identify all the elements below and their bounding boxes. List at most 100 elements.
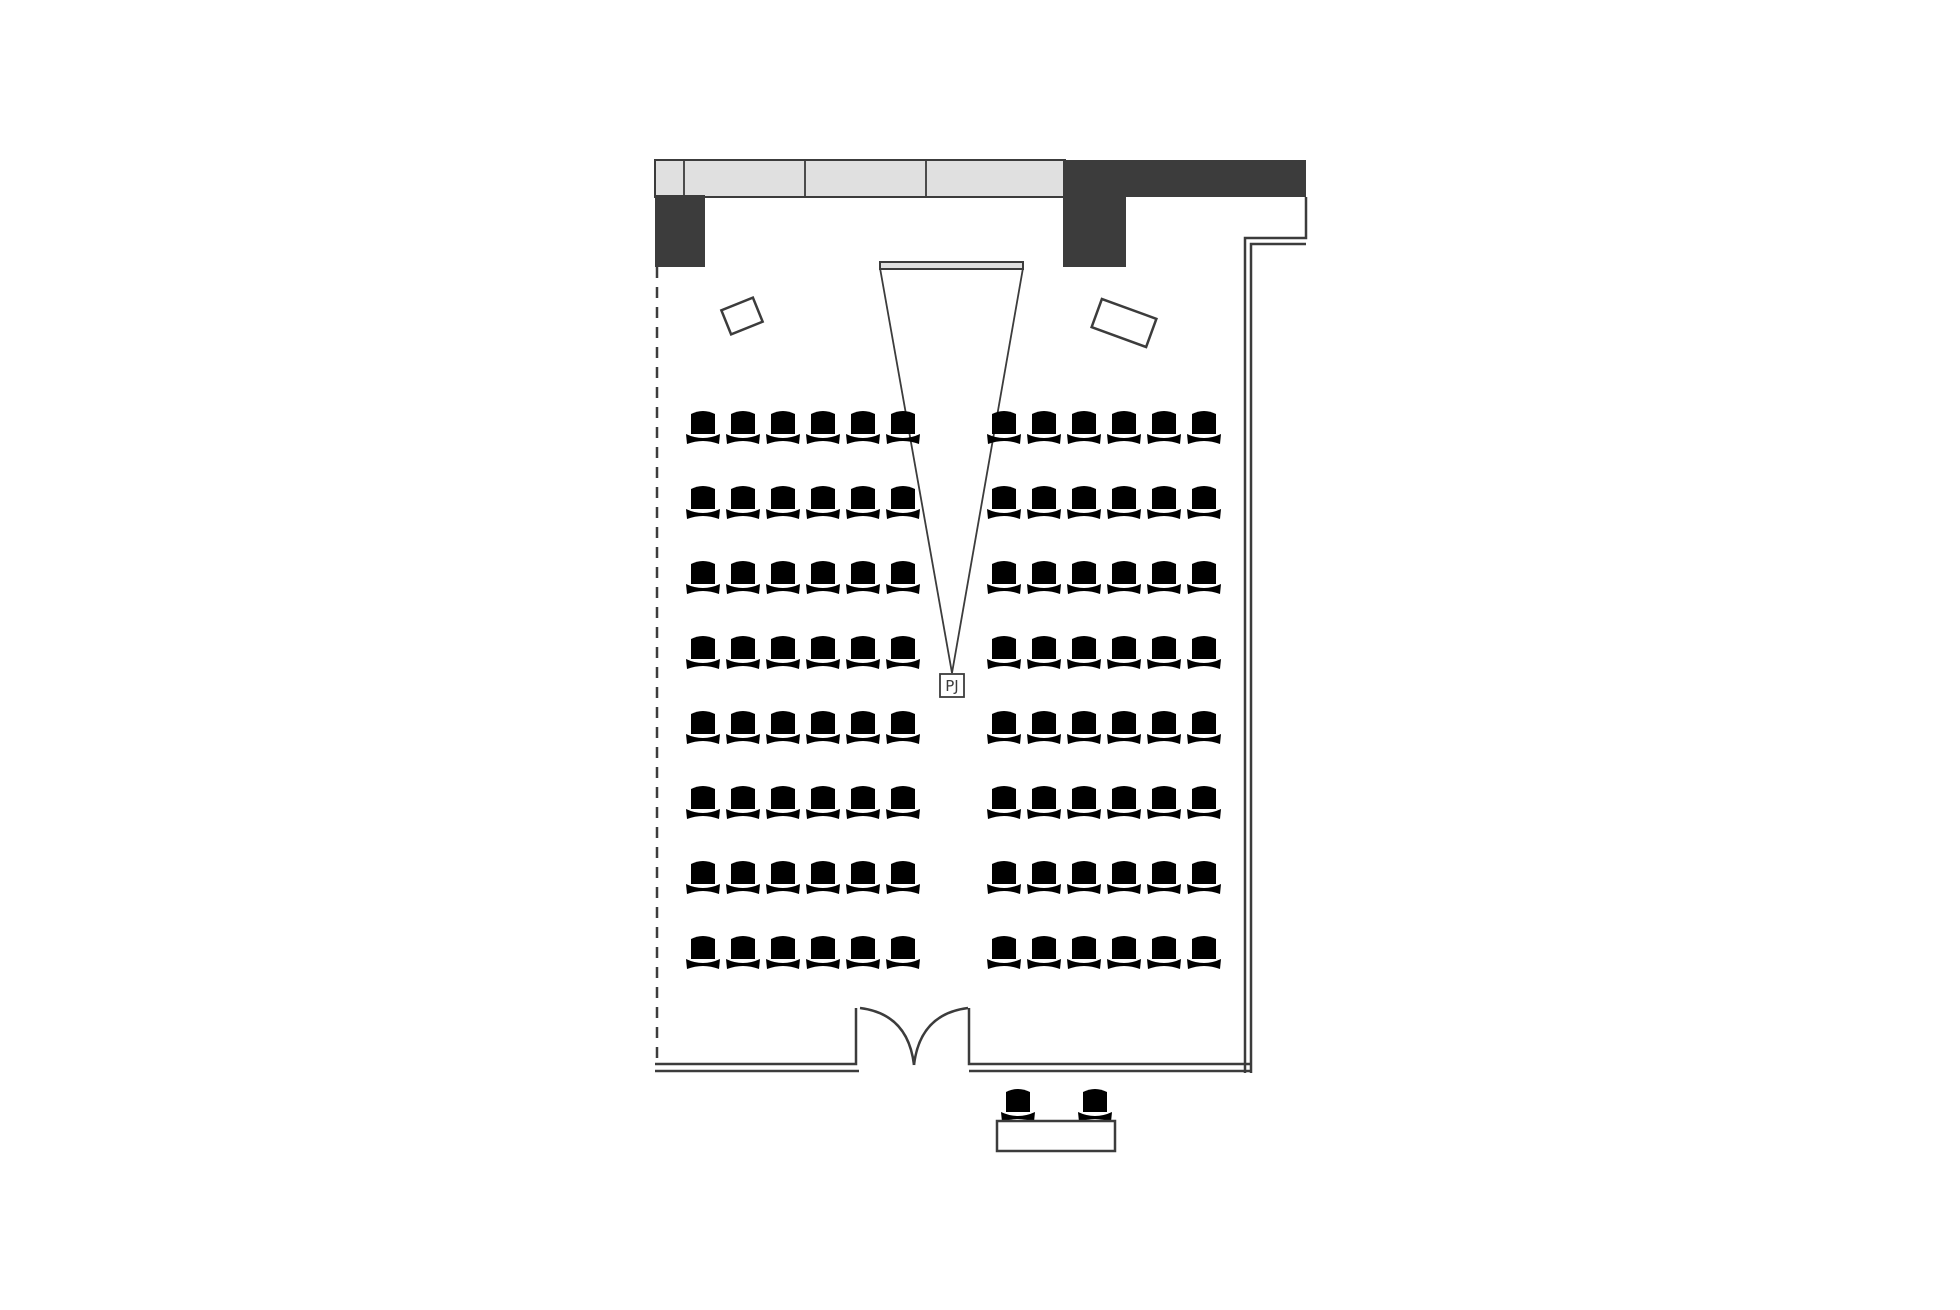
chair-left-r7-c1 <box>686 861 720 894</box>
chair-right-r3-c6 <box>1187 561 1221 594</box>
chair-left-r5-c6 <box>886 711 920 744</box>
chair-left-r2-c5 <box>846 486 880 519</box>
chair-left-r2-c3 <box>766 486 800 519</box>
chair-right-r4-c5 <box>1147 636 1181 669</box>
registration-chair-1 <box>1001 1089 1035 1122</box>
chair-right-r3-c1 <box>987 561 1021 594</box>
chair-left-r6-c5 <box>846 786 880 819</box>
right-column <box>1063 195 1126 267</box>
chair-right-r7-c6 <box>1187 861 1221 894</box>
chair-left-r8-c1 <box>686 936 720 969</box>
chair-right-r5-c4 <box>1107 711 1141 744</box>
chair-left-r4-c6 <box>886 636 920 669</box>
chair-left-r4-c3 <box>766 636 800 669</box>
chair-left-r7-c4 <box>806 861 840 894</box>
chair-right-r6-c4 <box>1107 786 1141 819</box>
chair-right-r7-c5 <box>1147 861 1181 894</box>
chair-right-r2-c3 <box>1067 486 1101 519</box>
chair-right-r1-c4 <box>1107 411 1141 444</box>
stage-table-right <box>1090 297 1158 349</box>
chair-right-r8-c6 <box>1187 936 1221 969</box>
chair-left-r8-c5 <box>846 936 880 969</box>
chair-right-r4-c4 <box>1107 636 1141 669</box>
chair-left-r4-c1 <box>686 636 720 669</box>
chair-right-r5-c1 <box>987 711 1021 744</box>
chair-right-r5-c3 <box>1067 711 1101 744</box>
seating-block-right <box>987 411 1221 969</box>
chair-left-r1-c4 <box>806 411 840 444</box>
chair-right-r6-c2 <box>1027 786 1061 819</box>
chair-right-r8-c5 <box>1147 936 1181 969</box>
chair-right-r1-c3 <box>1067 411 1101 444</box>
chair-right-r3-c5 <box>1147 561 1181 594</box>
projection-beam <box>879 267 1024 674</box>
projection-screen <box>879 261 1024 270</box>
chair-right-r1-c1 <box>987 411 1021 444</box>
chair-right-r5-c6 <box>1187 711 1221 744</box>
chair-left-r5-c1 <box>686 711 720 744</box>
chair-left-r3-c4 <box>806 561 840 594</box>
chair-left-r8-c3 <box>766 936 800 969</box>
chair-left-r2-c1 <box>686 486 720 519</box>
chair-left-r6-c3 <box>766 786 800 819</box>
chair-left-r7-c6 <box>886 861 920 894</box>
chair-left-r4-c2 <box>726 636 760 669</box>
chair-left-r3-c3 <box>766 561 800 594</box>
registration-chair-2 <box>1078 1089 1112 1122</box>
chair-right-r7-c4 <box>1107 861 1141 894</box>
chair-left-r5-c4 <box>806 711 840 744</box>
chair-left-r1-c1 <box>686 411 720 444</box>
chair-left-r8-c4 <box>806 936 840 969</box>
chair-left-r3-c6 <box>886 561 920 594</box>
chair-right-r1-c2 <box>1027 411 1061 444</box>
chair-left-r4-c4 <box>806 636 840 669</box>
chair-left-r3-c2 <box>726 561 760 594</box>
chair-right-r8-c3 <box>1067 936 1101 969</box>
chair-right-r2-c5 <box>1147 486 1181 519</box>
chair-left-r2-c2 <box>726 486 760 519</box>
chair-right-r4-c1 <box>987 636 1021 669</box>
chair-left-r8-c6 <box>886 936 920 969</box>
registration-table <box>995 1119 1117 1153</box>
chair-left-r6-c2 <box>726 786 760 819</box>
chair-right-r2-c6 <box>1187 486 1221 519</box>
chair-left-r6-c4 <box>806 786 840 819</box>
window-band <box>654 159 1066 198</box>
chair-right-r4-c2 <box>1027 636 1061 669</box>
chair-right-r3-c2 <box>1027 561 1061 594</box>
chair-right-r4-c3 <box>1067 636 1101 669</box>
chair-left-r8-c2 <box>726 936 760 969</box>
projector-label: PJ <box>945 677 958 695</box>
chair-right-r4-c6 <box>1187 636 1221 669</box>
top-right-wall <box>1063 160 1306 197</box>
chair-left-r3-c1 <box>686 561 720 594</box>
chair-right-r5-c2 <box>1027 711 1061 744</box>
chair-left-r6-c1 <box>686 786 720 819</box>
chair-left-r5-c5 <box>846 711 880 744</box>
chair-left-r1-c2 <box>726 411 760 444</box>
chair-right-r3-c4 <box>1107 561 1141 594</box>
chair-right-r7-c2 <box>1027 861 1061 894</box>
chair-left-r1-c3 <box>766 411 800 444</box>
stage-table-left <box>719 295 765 337</box>
chair-right-r6-c3 <box>1067 786 1101 819</box>
chair-left-r7-c3 <box>766 861 800 894</box>
chair-right-r6-c5 <box>1147 786 1181 819</box>
chair-right-r6-c1 <box>987 786 1021 819</box>
chair-left-r2-c4 <box>806 486 840 519</box>
entrance-double-door <box>859 1006 969 1066</box>
chair-right-r1-c5 <box>1147 411 1181 444</box>
chair-left-r4-c5 <box>846 636 880 669</box>
chair-left-r5-c3 <box>766 711 800 744</box>
chair-left-r2-c6 <box>886 486 920 519</box>
chair-right-r1-c6 <box>1187 411 1221 444</box>
chair-right-r2-c1 <box>987 486 1021 519</box>
projector: PJ <box>939 673 965 698</box>
chair-right-r7-c3 <box>1067 861 1101 894</box>
registration-chairs <box>1001 1089 1112 1122</box>
chair-right-r8-c1 <box>987 936 1021 969</box>
chair-right-r3-c3 <box>1067 561 1101 594</box>
seating-block-left <box>686 411 920 969</box>
chair-right-r8-c2 <box>1027 936 1061 969</box>
